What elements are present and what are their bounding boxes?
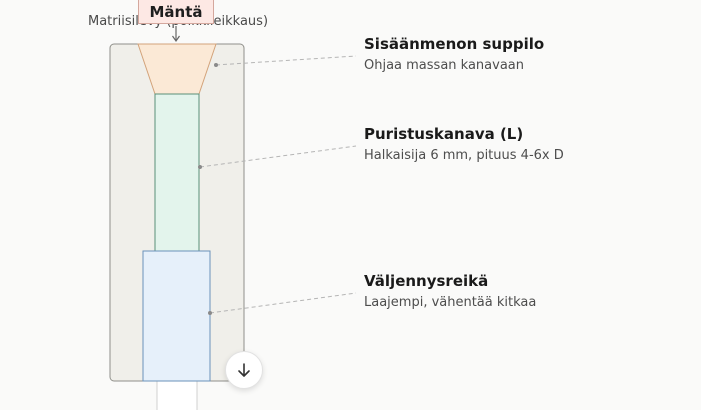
compression-channel bbox=[154, 93, 200, 252]
relief-hole bbox=[142, 250, 211, 382]
callout-funnel-subtitle: Ohjaa massan kanavaan bbox=[364, 58, 524, 73]
callout-relief: Väljennysreikä Laajempi, vähentää kitkaa bbox=[364, 271, 536, 312]
callout-channel-subtitle: Halkaisija 6 mm, pituus 4-6x D bbox=[364, 148, 564, 163]
outlet-stub bbox=[156, 380, 198, 410]
piston-label: Mäntä bbox=[138, 0, 214, 24]
arrow-down-icon bbox=[238, 363, 250, 377]
leader-line-funnel bbox=[215, 55, 357, 66]
callout-channel-title: Puristuskanava (L) bbox=[364, 125, 524, 143]
leader-line-relief bbox=[209, 292, 357, 314]
callout-relief-subtitle: Laajempi, vähentää kitkaa bbox=[364, 295, 537, 310]
piston-arrow-head bbox=[172, 35, 180, 43]
callout-relief-title: Väljennysreikä bbox=[364, 272, 489, 290]
callout-funnel: Sisäänmenon suppilo Ohjaa massan kanavaa… bbox=[364, 34, 544, 75]
callout-channel: Puristuskanava (L) Halkaisija 6 mm, pitu… bbox=[364, 124, 564, 165]
leader-line-channel bbox=[199, 145, 357, 168]
leader-dot-relief bbox=[208, 311, 212, 315]
callout-funnel-title: Sisäänmenon suppilo bbox=[364, 35, 545, 53]
leader-dot-funnel bbox=[214, 63, 218, 67]
leader-dot-channel bbox=[198, 165, 202, 169]
scroll-down-button[interactable] bbox=[225, 351, 263, 389]
